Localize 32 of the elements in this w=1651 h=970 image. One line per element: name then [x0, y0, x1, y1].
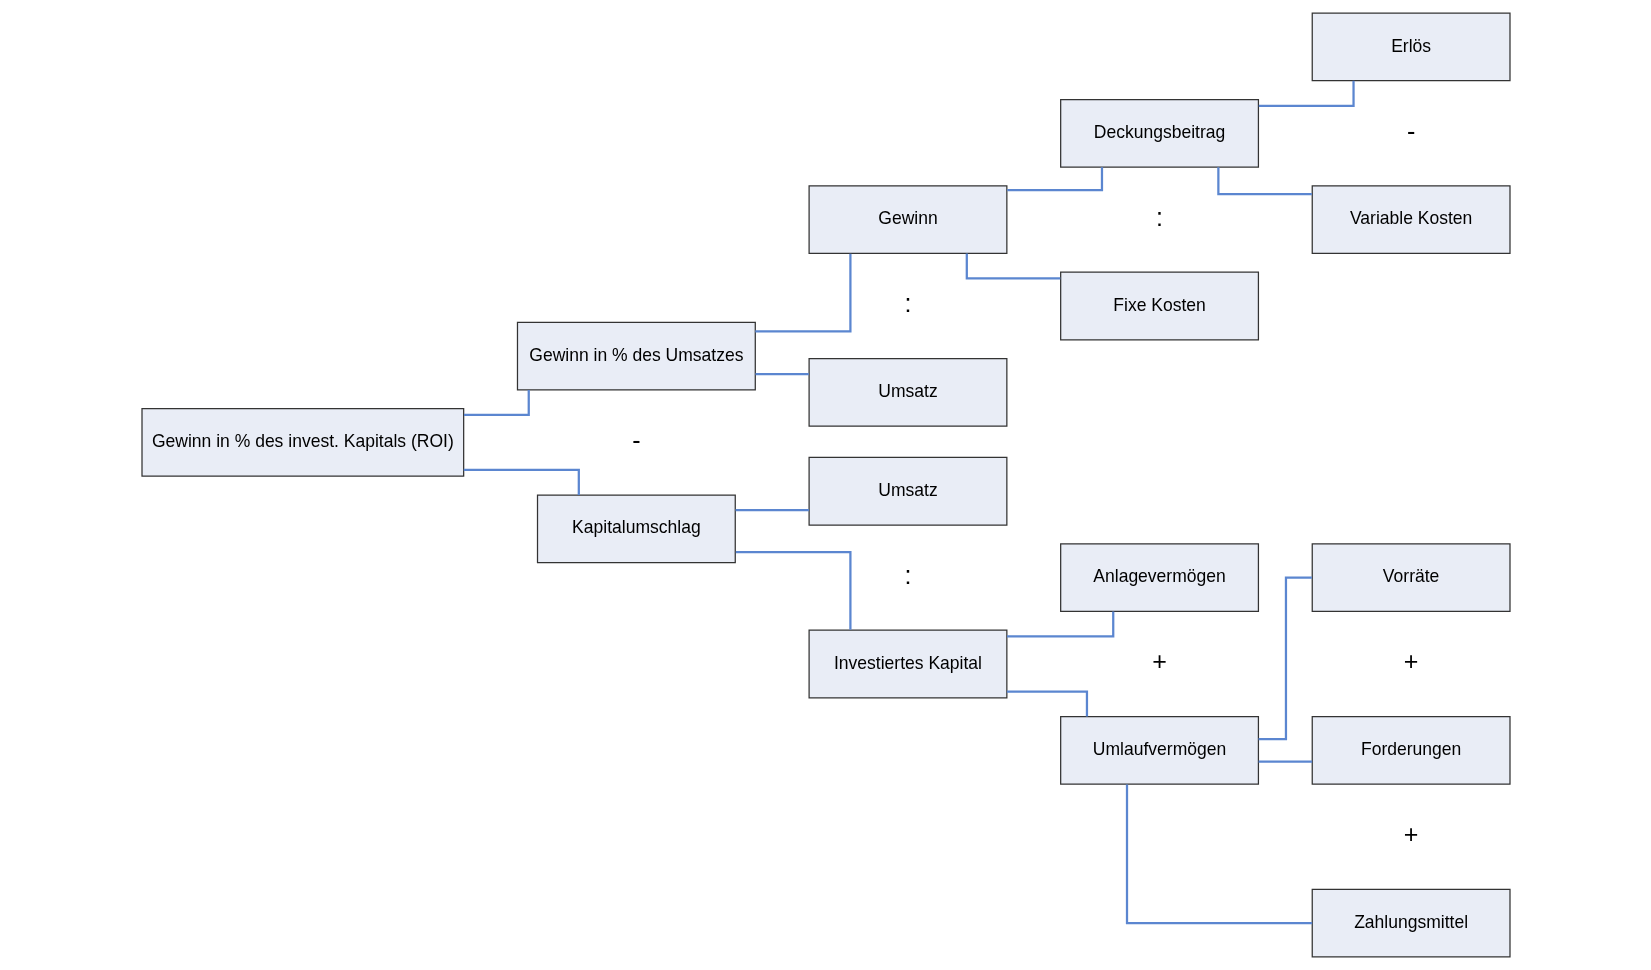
- connector: [1258, 576, 1312, 741]
- node-box: Deckungsbeitrag: [1059, 98, 1259, 168]
- label: +: [1403, 819, 1418, 848]
- connector: [755, 373, 809, 376]
- node-box: Zahlungsmittel: [1311, 888, 1511, 958]
- node-box: Erlös: [1311, 12, 1511, 82]
- connector: [735, 551, 852, 630]
- label: +: [1151, 647, 1167, 676]
- node-box: Gewinn in % des invest. Kapitals (ROI): [140, 408, 464, 477]
- label: -: [631, 425, 641, 454]
- node-box: Umlaufvermögen: [1059, 715, 1259, 785]
- label: :: [904, 560, 911, 589]
- connector: [1258, 760, 1312, 763]
- connector: [754, 253, 852, 333]
- node-box: Gewinn in % des Umsatzes: [516, 321, 756, 391]
- connector: [1216, 167, 1312, 196]
- label: -: [1406, 116, 1415, 145]
- node-box: Forderungen: [1311, 715, 1511, 785]
- node-box: Umsatz: [807, 456, 1007, 526]
- connector: [1125, 784, 1312, 925]
- node-box: Kapitalumschlag: [536, 494, 736, 564]
- node-box: Fixe Kosten: [1059, 271, 1259, 341]
- label: +: [1403, 647, 1418, 676]
- node-box: Variable Kosten: [1311, 185, 1511, 255]
- node-box: Gewinn: [807, 185, 1007, 255]
- node-box: Vorräte: [1311, 543, 1511, 613]
- connector: [735, 508, 809, 512]
- label: :: [904, 289, 911, 318]
- label: :: [1155, 202, 1163, 231]
- node-box: Investiertes Kapital: [807, 629, 1007, 699]
- node-box: Anlagevermögen: [1059, 543, 1259, 613]
- node-box: Umsatz: [807, 357, 1007, 427]
